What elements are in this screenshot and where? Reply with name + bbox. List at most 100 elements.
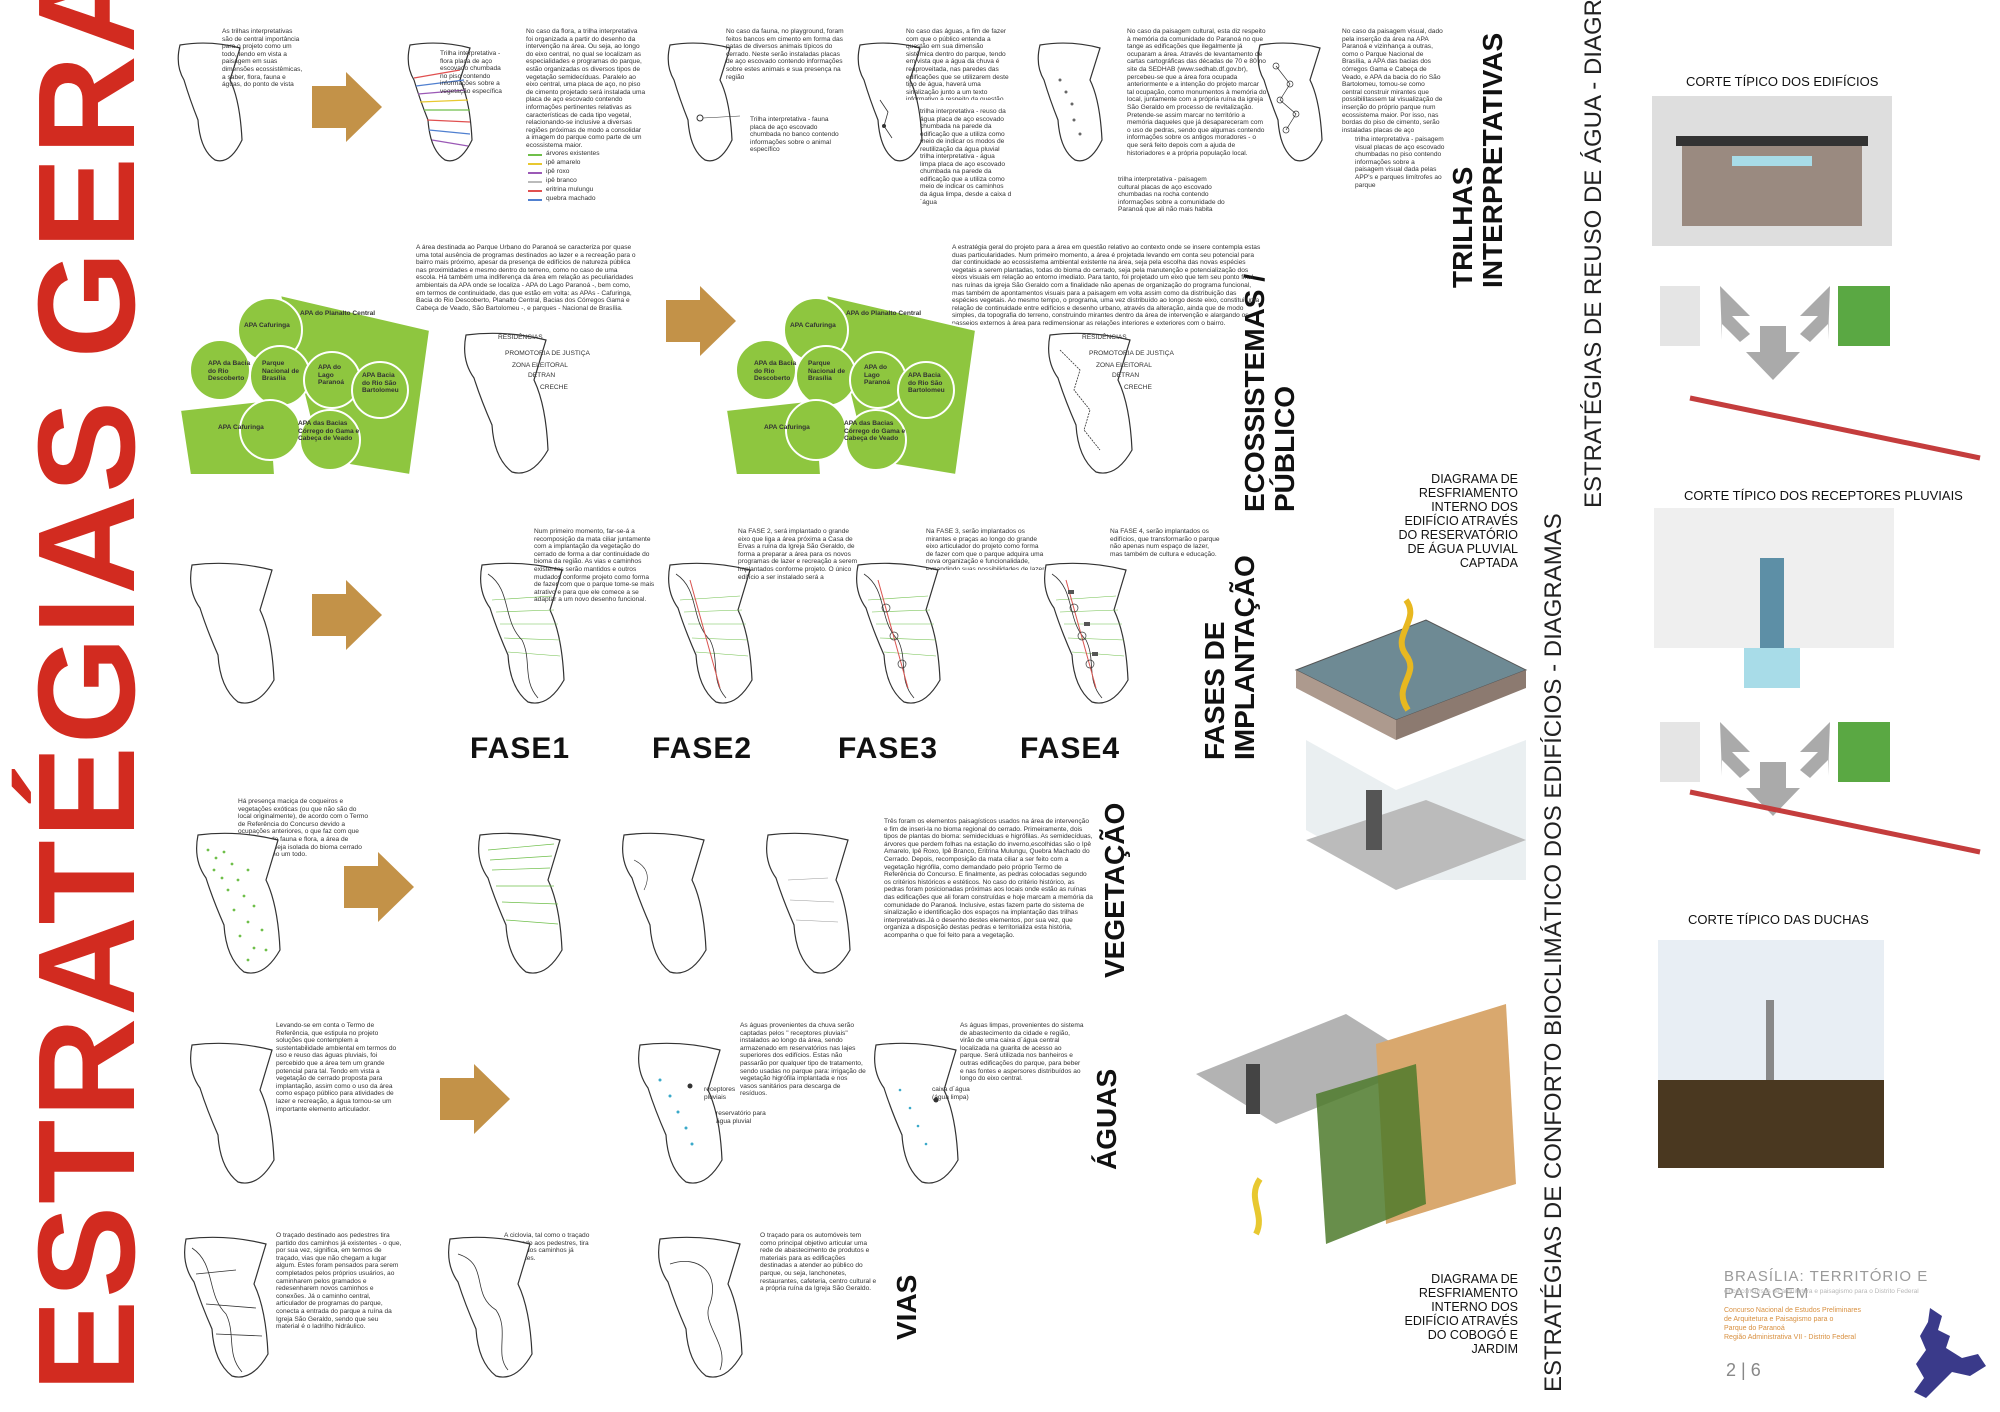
- eco-label-promotoria: PROMOTORIA DE JUSTIÇA: [505, 350, 590, 357]
- apa2-label-3: Parque Nacional de Brasília: [808, 360, 846, 383]
- legend-item: ipê amarelo: [546, 159, 581, 166]
- fase2-map: [668, 562, 753, 704]
- legend-swatch: [528, 154, 542, 156]
- vias-text-1: O traçado destinado aos pedestres tira p…: [276, 1232, 402, 1331]
- eco2-label-creche: CRECHE: [1124, 384, 1152, 391]
- apa-map-2: [724, 293, 978, 477]
- vias-pedestre-map: [184, 1236, 269, 1378]
- trilhas-base-map: [177, 42, 243, 162]
- title-fases: FASES DE IMPLANTAÇÃO: [1199, 555, 1260, 760]
- trilhas-text-2: No caso da flora, a trilha interpretativ…: [526, 28, 646, 149]
- legend-swatch: [528, 163, 542, 165]
- fase-base-map: [190, 562, 275, 704]
- diag-res-line: EDIFÍCIO ATRAVÉS: [1404, 514, 1518, 528]
- corte-title-edificios: CORTE TÍPICO DOS EDIFÍCIOS: [1686, 74, 1879, 89]
- trilhas-label-cultural: trilha interpretativa - paisagem cultura…: [1118, 176, 1225, 214]
- apa1-label-2: APA da Bacia do Rio Descoberto: [208, 360, 251, 383]
- trilhas-text-3: No caso da fauna, no playground, foram f…: [726, 28, 844, 81]
- trilhas-label-visual: trilha interpretativa - paisagem visual …: [1355, 136, 1445, 189]
- apa1-label-3: Parque Nacional de Brasília: [262, 360, 300, 383]
- trilhas-flora-map: [407, 42, 473, 162]
- fase1-map: [480, 562, 565, 704]
- diag-res-line: CAPTADA: [1459, 556, 1518, 570]
- legend-item: quebra machado: [546, 195, 596, 202]
- title-fases-line1: FASES DE: [1199, 621, 1230, 760]
- trilhas-text-6: No caso da paisagem visual, dado pela in…: [1342, 28, 1443, 134]
- apa2-label-0: APA Cafuringa: [790, 322, 836, 329]
- diag-res-line: RESFRIAMENTO: [1418, 486, 1518, 500]
- eco2-label-promotoria: PROMOTORIA DE JUSTIÇA: [1089, 350, 1174, 357]
- apa1-label-5: APA Bacia do Rio São Bartolomeu: [362, 372, 399, 395]
- corte-title-duchas: CORTE TÍPICO DAS DUCHAS: [1688, 912, 1869, 927]
- apa-map-1: [178, 293, 432, 477]
- title-ecossistemas-line2: PÚBLICO: [1269, 386, 1300, 512]
- apa2-label-7: APA das Bacias Córrego do Gama e Cabeça …: [844, 420, 906, 443]
- legend-item: eritrina mulungu: [546, 186, 594, 193]
- eco2-label-zona: ZONA ELEITORAL: [1096, 362, 1152, 369]
- trilhas-aguas-map: [857, 42, 923, 162]
- diag-cob-line: RESFRIAMENTO: [1418, 1286, 1518, 1300]
- legend-item: árvores existentes: [546, 150, 600, 157]
- apa2-label-4: APA do Lago Paranoá: [864, 364, 891, 387]
- brand-line: de Arquitetura e Paisagismo para o: [1724, 1316, 1834, 1323]
- trilhas-label-reuso: trilha interpretativa - reuso da água pl…: [920, 108, 1006, 153]
- reservatorio-diagram: [1294, 598, 1528, 890]
- apa2-label-1: APA do Planalto Central: [846, 310, 922, 317]
- page-number: 2 | 6: [1726, 1360, 1761, 1380]
- arrow-icon: [666, 286, 736, 356]
- title-trilhas: TRILHAS INTERPRETATIVAS: [1447, 33, 1508, 288]
- reuso-arrows-1: [1660, 286, 1890, 380]
- lake-paranoa-icon: [1914, 1308, 1986, 1398]
- title-reuso: ESTRATÉGIAS DE REUSO DE ÁGUA - DIAGRAMAS: [1580, 0, 1607, 508]
- fase-label-3: FASE3: [838, 732, 939, 765]
- apa2-label-5: APA Bacia do Rio São Bartolomeu: [908, 372, 945, 395]
- reuso-arrows-2: [1660, 722, 1890, 816]
- brand-lines: Concurso Nacional de Estudos Preliminare…: [1724, 1306, 1861, 1342]
- ecos-project-map: [1048, 332, 1133, 474]
- apa1-label-6: APA Cafuringa: [218, 424, 264, 431]
- diag-res-line: INTERNO DOS: [1431, 500, 1518, 514]
- agua-pluvial-map: [638, 1042, 723, 1184]
- fase-label-1: FASE1: [470, 732, 571, 765]
- brand-title: BRASÍLIA: TERRITÓRIO E PAISAGEM: [1724, 1268, 1929, 1302]
- trilhas-cultural-map: [1037, 42, 1103, 162]
- trilhas-text-1: As trilhas interpretativas são de centra…: [222, 28, 303, 88]
- veg-text-2: Três foram os elementos paisagísticos us…: [884, 818, 1093, 939]
- apa2-label-6: APA Cafuringa: [764, 424, 810, 431]
- fase-label-2: FASE2: [652, 732, 753, 765]
- corte-duchas-diagram: [1658, 940, 1884, 1168]
- trilhas-text-4: No caso das águas, a fim de fazer com qu…: [906, 28, 1009, 100]
- trilhas-label-fauna: Trilha interpretativa - fauna placa de a…: [750, 116, 839, 154]
- diagram-title-reservatorio: DIAGRAMA DE RESFRIAMENTO INTERNO DOS EDI…: [1370, 472, 1518, 570]
- legend-swatch: [528, 172, 542, 174]
- eco2-label-residencias: RESIDÊNCIAS: [1082, 334, 1127, 341]
- agua-base-map: [190, 1042, 275, 1184]
- brand-subtitle: cinco concursos de arquitetura e paisagi…: [1724, 1288, 1919, 1295]
- brand-line: Concurso Nacional de Estudos Preliminare…: [1724, 1307, 1861, 1314]
- title-fases-line2: IMPLANTAÇÃO: [1229, 555, 1260, 760]
- legend-item: ipê roxo: [546, 168, 570, 175]
- apa2-label-2: APA da Bacia do Rio Descoberto: [754, 360, 797, 383]
- fase3-map: [856, 562, 941, 704]
- main-title: ESTRATÉGIAS GERAIS: [10, 0, 164, 1392]
- trilhas-text-5: No caso da paisagem cultural, esta diz r…: [1127, 28, 1267, 157]
- eco2-label-detran: DETRAN: [1112, 372, 1140, 379]
- agua-label-receptores: receptores pluviais: [704, 1086, 736, 1101]
- veg-existing-map: [196, 832, 281, 974]
- agua-label-caixa: caixa d´água (água limpa): [932, 1086, 970, 1101]
- title-trilhas-line1: TRILHAS: [1447, 166, 1478, 288]
- trilhas-visual-map: [1257, 42, 1323, 162]
- title-vegetacao: VEGETAÇÃO: [1099, 802, 1130, 978]
- agua-text-2: As águas provenientes da chuva serão cap…: [740, 1022, 866, 1098]
- brand-line: Região Administrativa VII - Distrito Fed…: [1724, 1334, 1856, 1341]
- fase-text-4: Na FASE 4, serão implantados os edifício…: [1110, 528, 1220, 558]
- eco-label-residencias: RESIDÊNCIAS: [498, 334, 543, 341]
- fase-text-3: Na FASE 3, serão implantados os mirantes…: [926, 528, 1046, 570]
- fase-text-2: Na FASE 2, será implantado o grande eixo…: [738, 528, 858, 580]
- vias-text-3: O traçado para os automóveis tem como pr…: [760, 1232, 877, 1292]
- arrow-icon: [440, 1064, 510, 1134]
- veg-project-map-3: [766, 832, 851, 974]
- veg-project-map-1: [478, 832, 563, 974]
- fase-text-1: Num primeiro momento, far-se-á a recompo…: [534, 528, 655, 604]
- ecos-text-2: A estratégia geral do projeto para a áre…: [952, 244, 1261, 327]
